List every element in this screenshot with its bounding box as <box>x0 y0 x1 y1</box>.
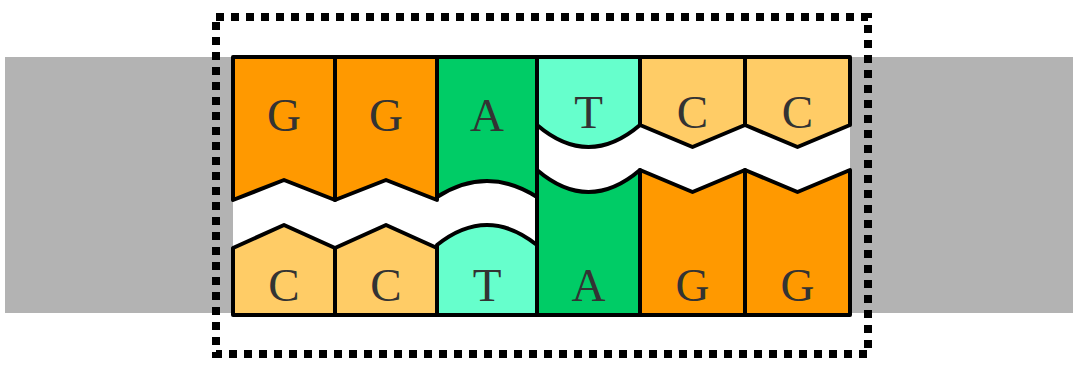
nucleotide-block: T <box>537 57 640 147</box>
nucleotide-block: A <box>537 170 640 315</box>
nucleotide-block: A <box>437 57 537 197</box>
nucleotide-outline <box>537 170 640 315</box>
base-letter: G <box>745 262 850 309</box>
nucleotide-outline <box>745 170 850 315</box>
nucleotide-block: C <box>233 225 335 315</box>
strand-ground <box>233 57 850 315</box>
base-letter: G <box>233 92 335 139</box>
nucleotide-block: T <box>437 225 537 315</box>
base-letter: C <box>335 262 437 309</box>
base-letter: C <box>233 262 335 309</box>
nucleotide-block: G <box>640 170 745 315</box>
base-letter: G <box>335 92 437 139</box>
nucleotide-block: C <box>640 57 745 147</box>
base-letter: C <box>640 89 745 136</box>
nucleotide-block: G <box>233 57 335 200</box>
nucleotide-block: G <box>745 170 850 315</box>
nucleotide-outline <box>745 57 850 147</box>
nucleotide-outline <box>437 57 537 197</box>
nucleotide-block: C <box>335 225 437 315</box>
base-letter: A <box>537 262 640 309</box>
nucleotide-outline <box>233 57 335 200</box>
nucleotide-outline <box>233 225 335 315</box>
nucleotide-outline <box>537 57 640 147</box>
nucleotide-outline <box>437 225 537 315</box>
base-letter: T <box>437 262 537 309</box>
nucleotide-outline <box>640 57 745 147</box>
nucleotide-block: C <box>745 57 850 147</box>
base-letter: G <box>640 262 745 309</box>
base-letter: T <box>537 89 640 136</box>
base-letter: C <box>745 89 850 136</box>
base-letter: A <box>437 92 537 139</box>
nucleotide-outline <box>335 57 437 200</box>
site-outline <box>216 17 868 354</box>
nucleotide-outline <box>640 170 745 315</box>
nucleotide-block: G <box>335 57 437 200</box>
nucleotide-outline <box>335 225 437 315</box>
